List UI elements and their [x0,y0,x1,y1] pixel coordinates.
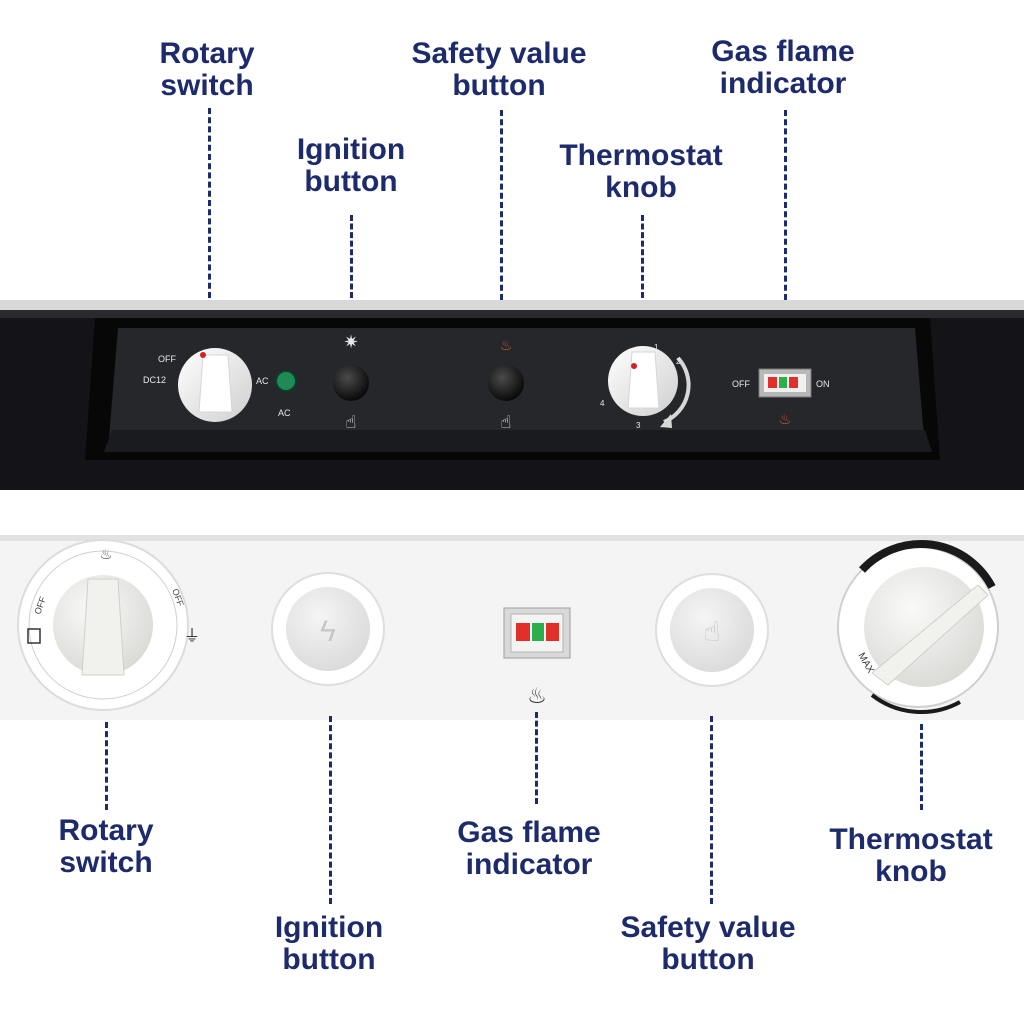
label-ac-below: AC [278,408,291,418]
flame-icon: ♨ [500,337,513,353]
rotary-switch-knob-white[interactable] [17,539,189,711]
dial-mark-1: 1 [654,343,659,352]
dial-mark-2: 2 [676,357,681,366]
flame-icon: ♨ [527,683,547,708]
dial-arrow [663,356,691,424]
flame-icon: ♨ [100,546,113,562]
flame-icon: ♨ [779,411,792,427]
black-control-panel: OFF DC12 AC AC ✷ ☝ ♨ ☝ 1 2 3 4 OFF ON ♨ [0,300,1024,490]
ignition-button-white[interactable]: ϟ [271,572,385,686]
white-control-panel: OFF OFF ♨ ⏚ ϟ ♨ ☝ MAX [0,535,1024,720]
top-leader-safety-value-button [500,110,503,300]
bottom-leader-safety-value-button [710,716,713,904]
plug-icon: ⏚ [184,627,200,645]
safety-valve-button-white[interactable]: ☝ [655,573,769,687]
press-hand-icon: ☝ [346,412,357,432]
top-leader-rotary-switch [208,108,211,298]
safety-valve-button-black[interactable] [488,365,524,401]
top-leader-gas-flame-indicator [784,110,787,300]
top-leader-thermostat-knob [641,215,644,298]
bottom-leader-rotary-switch [105,722,108,810]
press-hand-icon: ☝ [703,616,720,647]
ignition-button-black[interactable] [333,365,369,401]
dial-arrow-head [660,414,672,428]
label-off: OFF [158,354,176,364]
indicator-label-on: ON [816,379,830,389]
top-leader-ignition-button [350,215,353,298]
bottom-leader-ignition-button [329,716,332,904]
spark-icon: ✷ [343,332,358,352]
rotary-indicator-dot [200,352,206,358]
thermostat-scale-arc [859,539,996,589]
bottom-leader-thermostat-knob [920,724,923,810]
thermostat-knob-black[interactable] [608,346,678,416]
indicator-label-off: OFF [732,379,750,389]
bottom-leader-gas-flame-indicator [535,712,538,804]
lightning-icon: ϟ [320,615,336,648]
dial-mark-3: 3 [636,421,641,430]
dial-mark-4: 4 [600,399,605,408]
press-hand-icon: ☝ [501,412,512,432]
ac-indicator-lamp [275,370,297,392]
battery-icon [27,628,41,644]
thermostat-knob-white[interactable] [837,539,999,714]
thermostat-scale-arc-lower [870,693,961,714]
thermostat-indicator-dot [631,363,637,369]
gas-flame-indicator-white [503,607,571,659]
gas-flame-indicator-black [758,368,812,398]
label-ac-right: AC [256,376,269,386]
rotary-switch-knob[interactable] [178,348,252,422]
label-dc12: DC12 [143,375,166,385]
